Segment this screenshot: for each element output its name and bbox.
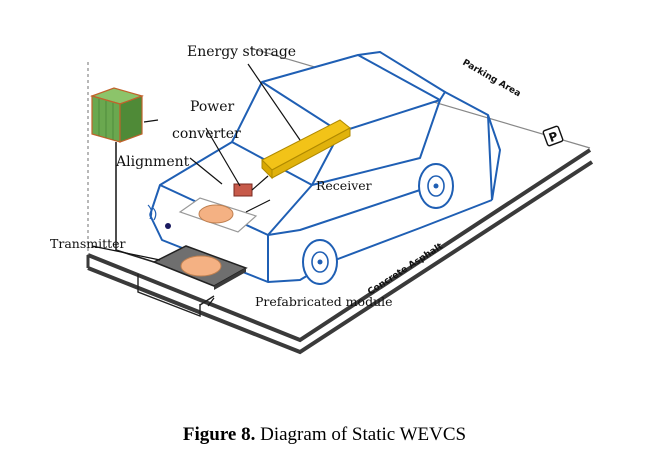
power-converter-leader xyxy=(205,127,241,187)
transmitter-label: Transmitter xyxy=(50,236,126,251)
prefabricated-module-label: Prefabricated module xyxy=(255,294,393,309)
receiver-coil xyxy=(178,197,258,233)
energy-storage-label: Energy storage xyxy=(187,44,296,60)
figure-title: Diagram of Static WEVCS xyxy=(255,424,467,445)
alignment-sensor xyxy=(115,142,171,263)
converter-label: converter xyxy=(172,126,241,142)
prefabricated-module xyxy=(137,274,215,318)
figure-caption: Figure 8. Diagram of Static WEVCS xyxy=(0,424,649,446)
alignment-label: Alignment xyxy=(115,154,190,170)
transmitter-pad xyxy=(152,245,248,290)
receiver-leader xyxy=(251,175,269,191)
car-body xyxy=(149,51,501,283)
energy-storage-leader xyxy=(247,63,301,141)
power-label: Power xyxy=(190,99,235,115)
figure-number: Figure 8. xyxy=(182,424,256,445)
alignment-leader xyxy=(143,119,159,123)
receiver-label: Receiver xyxy=(316,178,372,193)
parking-sign: P xyxy=(542,125,564,147)
converter-to-coil-leader xyxy=(189,157,223,185)
transmitter-leader xyxy=(91,245,161,261)
alignment-cube xyxy=(90,87,144,143)
front-wheel xyxy=(302,239,338,285)
receiver-arrow xyxy=(245,199,271,213)
concrete-asphalt-label: Concrete Asphalt xyxy=(366,241,445,297)
parking-area-label: Parking Area xyxy=(461,58,523,99)
rear-wheel xyxy=(418,163,454,209)
leader-lines xyxy=(91,63,301,307)
energy-storage-battery xyxy=(261,119,351,180)
module-leader xyxy=(207,297,215,307)
power-converter-box xyxy=(233,183,253,197)
